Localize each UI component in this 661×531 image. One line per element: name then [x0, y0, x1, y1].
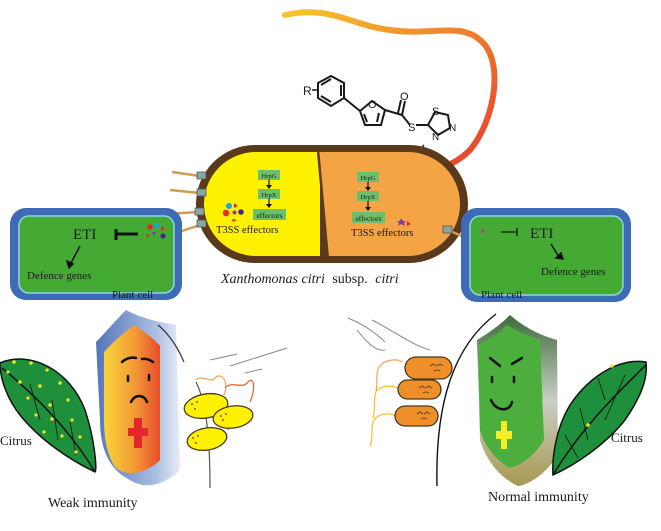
pathway-left: HrpG HrpX effectors T3SS effectors [216, 170, 286, 236]
compound-structure [312, 74, 452, 137]
normal-immunity-shield [477, 315, 558, 486]
citrus-leaf-right [552, 360, 648, 477]
atom-s-ring: S [432, 106, 439, 118]
shield-edge-left [157, 324, 185, 363]
atom-o-furan: O [368, 99, 377, 111]
plant-cell-left: ETI Defence genes Plant cell [10, 208, 182, 301]
hrpx-label-right: HrpX [361, 194, 376, 201]
t3ss-effectors-right: T3SS effectors [351, 228, 414, 239]
weak-immunity-shield [96, 310, 180, 486]
bacterium [196, 145, 468, 263]
yellow-cross-icon [496, 421, 512, 449]
citrus-leaf-left [0, 358, 97, 473]
species-pathovar: citri [375, 272, 398, 287]
normal-immunity-label: Normal immunity [488, 490, 589, 505]
citrus-label-left: Citrus [0, 433, 32, 448]
cell-wall-curve-left [195, 381, 211, 489]
arrow-to-defence-right [550, 243, 565, 260]
atom-n2: N [432, 132, 439, 143]
species-label: Xanthomonas citri subsp. citri [220, 272, 399, 287]
inhibition-left [114, 229, 138, 240]
species-genus: Xanthomonas citri [220, 272, 325, 287]
defence-genes-left: Defence genes [27, 270, 91, 282]
bacterium-left-cytoplasm [204, 152, 320, 256]
atom-n1: N [449, 123, 456, 134]
hrpx-box-right [357, 191, 379, 201]
hrpx-box-left [258, 189, 280, 199]
leaf-spots-left [6, 360, 82, 454]
motion-lines-right [347, 317, 431, 351]
eti-label-right: ETI [530, 226, 553, 242]
plant-cell-label-right: Plant cell [481, 289, 522, 301]
hrpg-label-left: HrpG [262, 173, 277, 180]
sad-face [120, 356, 155, 404]
eti-label-left: ETI [73, 227, 96, 243]
cell-wall-curve-right [436, 313, 497, 487]
effectors-label-left: effectors [256, 211, 282, 220]
hrpg-box-right [357, 172, 379, 182]
hrpx-label-left: HrpX [262, 192, 277, 199]
atom-s-thioester: S [408, 122, 415, 134]
inhibition-right [501, 228, 518, 236]
effectors-box-right [352, 212, 385, 223]
compound-atoms: R O O S S N N [303, 84, 456, 143]
atom-o-carbonyl: O [400, 91, 409, 103]
effector-molecule-right [481, 229, 485, 233]
flagellum [282, 9, 498, 171]
hrpg-label-right: HrpG [361, 175, 376, 182]
effectors-box-left [253, 209, 286, 220]
bacterium-right-cytoplasm [318, 152, 460, 256]
effector-molecules-left [146, 222, 166, 239]
red-cross-icon [128, 418, 148, 448]
r-group-label: R [303, 84, 312, 98]
citrus-label-right: Citrus [611, 430, 643, 445]
plant-cell-right: ETI Defence genes Plant cell [461, 208, 631, 302]
bacteria-group-left [183, 375, 255, 452]
defence-genes-right: Defence genes [541, 266, 605, 278]
arrow-to-defence-left [65, 245, 81, 270]
t3ss-effectors-left: T3SS effectors [216, 225, 279, 236]
hrpg-box-left [258, 170, 280, 180]
effectors-label-right: effectors [355, 214, 381, 223]
determined-face [488, 356, 524, 411]
bacteria-group-right [369, 356, 453, 447]
pathway-right: HrpG HrpX effectors T3SS effectors [351, 172, 414, 239]
weak-immunity-label: Weak immunity [48, 496, 137, 511]
species-subsp: subsp. [332, 272, 367, 287]
plant-cell-label-left: Plant cell [112, 289, 153, 301]
motion-lines-left [209, 347, 288, 374]
